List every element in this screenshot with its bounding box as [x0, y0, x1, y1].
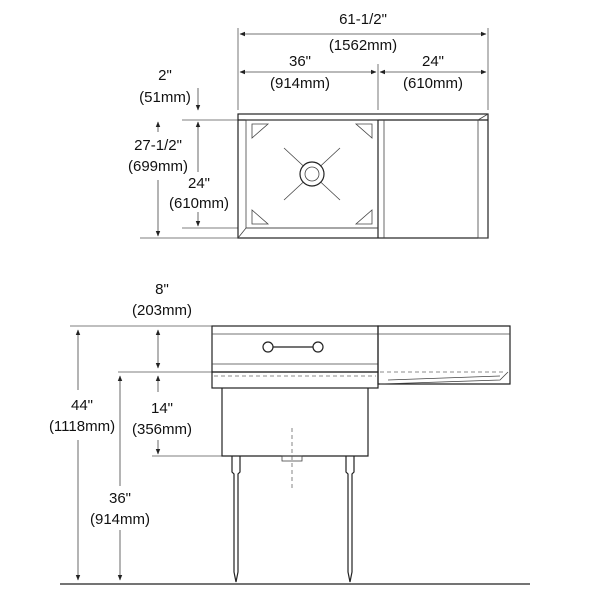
- bowl-depth-mm: (610mm): [169, 195, 229, 212]
- drain-icon: [283, 147, 341, 201]
- sink-rim: [211, 371, 379, 389]
- drainboard-slope: [379, 371, 509, 385]
- drainboard-panel: [377, 325, 511, 385]
- faucet-icon: [262, 341, 324, 353]
- top-view: 61-1/2" (1562mm) 36" (914mm) 24" (610mm)…: [128, 11, 489, 239]
- sink-leg-right: [345, 456, 355, 583]
- sink-top-outline: [237, 113, 489, 239]
- rim-height-mm: (914mm): [90, 511, 150, 528]
- backsplash-panel: [211, 325, 379, 373]
- backsplash-depth-inch: 2": [158, 67, 172, 84]
- drainboard-width-mm: (610mm): [403, 75, 463, 92]
- backsplash-height-mm: (203mm): [132, 302, 192, 319]
- drainboard-slope-line: [387, 375, 501, 381]
- overall-width-inch: 61-1/2": [339, 11, 387, 28]
- bowl-width-inch: 36": [289, 53, 311, 70]
- corner-bracket: [354, 209, 373, 225]
- sink-bowl: [221, 388, 369, 457]
- overall-height-mm: (1118mm): [49, 418, 115, 435]
- overall-height-inch: 44": [71, 397, 93, 414]
- bowl-depth-inch: 24": [188, 175, 210, 192]
- corner-bracket: [251, 123, 270, 139]
- corner-line: [477, 113, 489, 121]
- front-view: 8" (203mm) 44" (1118mm) 14" (356mm) 36" …: [49, 281, 530, 585]
- overall-depth-inch: 27-1/2": [134, 137, 182, 154]
- corner-bracket: [251, 209, 270, 225]
- backsplash-height-inch: 8": [155, 281, 169, 298]
- bowl-width-mm: (914mm): [270, 75, 330, 92]
- bowl-height-inch: 14": [151, 400, 173, 417]
- sink-leg-left: [231, 456, 241, 583]
- backsplash-depth-mm: (51mm): [139, 89, 191, 106]
- bowl-height-mm: (356mm): [132, 421, 192, 438]
- corner-bracket: [354, 123, 373, 139]
- bowl-inner-edge: [237, 227, 378, 239]
- rim-height-inch: 36": [109, 490, 131, 507]
- drainboard-width-inch: 24": [422, 53, 444, 70]
- overall-depth-mm: (699mm): [128, 158, 188, 175]
- overall-width-mm: (1562mm): [329, 37, 397, 54]
- drain-outlet: [281, 455, 303, 462]
